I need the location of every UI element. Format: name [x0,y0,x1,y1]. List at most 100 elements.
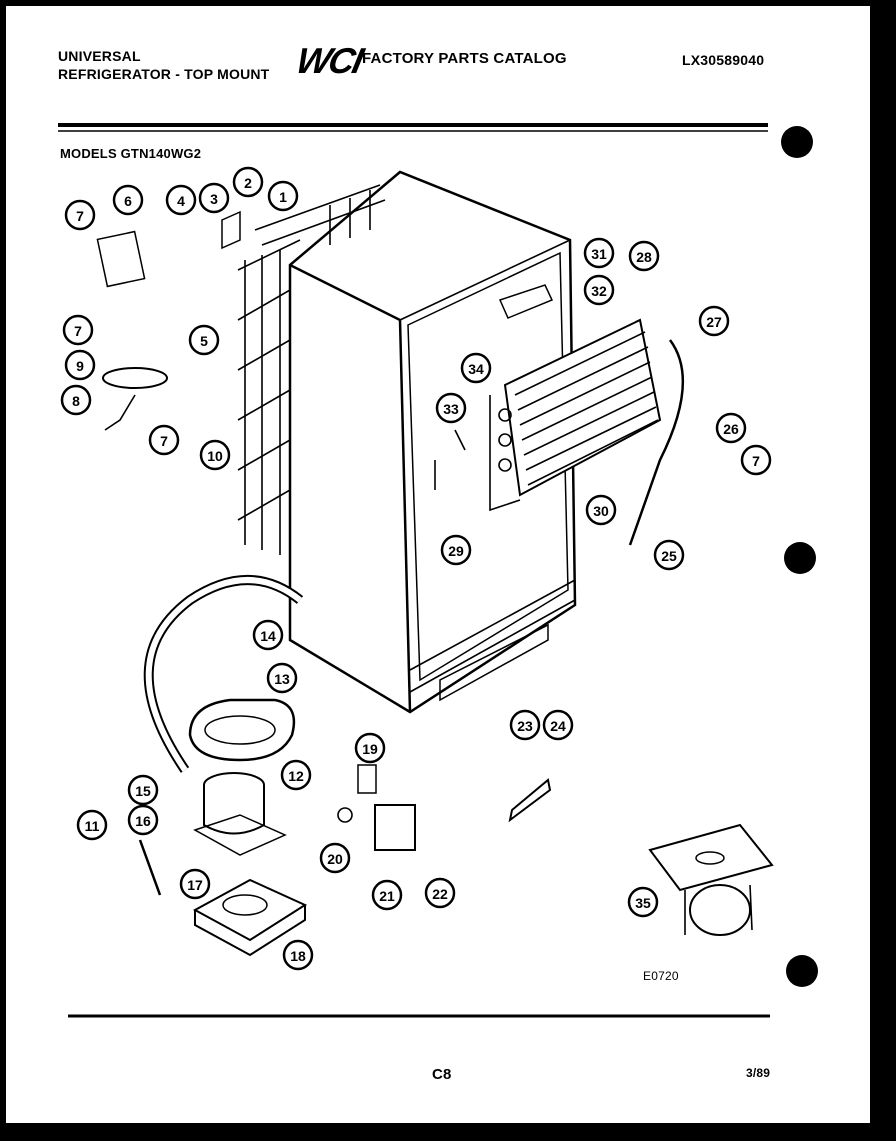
power-cord [102,367,168,389]
callout-7: 7 [740,444,772,476]
callout-21: 21 [371,879,403,911]
callout-number: 33 [443,401,459,417]
callout-number: 32 [591,283,607,299]
callout-17: 17 [179,868,211,900]
callout-circle [198,182,230,214]
callout-number: 13 [274,671,290,687]
callout-22: 22 [424,877,456,909]
overload [357,764,377,794]
callout-number: 2 [244,175,252,191]
product-type: REFRIGERATOR - TOP MOUNT [58,66,270,82]
callout-number: 15 [135,783,151,799]
callout-number: 7 [160,433,168,449]
figure-code: E0720 [643,969,679,983]
callout-27: 27 [698,305,730,337]
callout-13: 13 [266,662,298,694]
callout-1: 1 [267,180,299,212]
callout-circle [435,392,467,424]
callout-circle [585,494,617,526]
small-parts [96,210,554,896]
callout-circle [62,314,94,346]
callout-circle [509,709,541,741]
binder-hole [784,542,816,574]
callout-31: 31 [583,237,615,269]
callout-circle [627,886,659,918]
callout-23: 23 [509,709,541,741]
callout-16: 16 [127,804,159,836]
callout-4: 4 [165,184,197,216]
callout-circle [112,184,144,216]
callout-number: 9 [76,358,84,374]
catalog-title: FACTORY PARTS CATALOG [362,50,567,67]
callout-circle [64,199,96,231]
callout-26: 26 [715,412,747,444]
callout-number: 8 [72,393,80,409]
callout-30: 30 [585,494,617,526]
callout-number: 31 [591,246,607,262]
callout-7: 7 [62,314,94,346]
callout-number: 7 [752,453,760,469]
callout-9: 9 [64,349,96,381]
callout-11: 11 [76,809,108,841]
callout-circle [60,384,92,416]
callout-20: 20 [319,842,351,874]
callout-number: 34 [468,361,484,377]
callout-number: 7 [74,323,82,339]
callout-7: 7 [64,199,96,231]
callout-number: 16 [135,813,151,829]
callout-6: 6 [112,184,144,216]
bracket [96,230,146,288]
callout-28: 28 [628,240,660,272]
catalog-number: LX30589040 [682,52,765,68]
callout-circle [440,534,472,566]
fan-motor-assembly [648,823,774,936]
damper-control [498,284,554,319]
callout-24: 24 [542,709,574,741]
callout-circle [740,444,772,476]
callout-number: 19 [362,741,378,757]
callout-number: 22 [432,886,448,902]
callout-number: 5 [200,333,208,349]
callout-number: 10 [207,448,223,464]
callout-circle [188,324,220,356]
binder-hole [786,955,818,987]
callout-number: 20 [327,851,343,867]
callout-number: 28 [636,249,652,265]
product-line: UNIVERSAL [58,48,141,64]
callout-number: 17 [187,877,203,893]
callout-34: 34 [460,352,492,384]
compressor [193,772,287,856]
callout-12: 12 [280,759,312,791]
callout-circle [460,352,492,384]
callout-circle [542,709,574,741]
callout-circle [165,184,197,216]
callout-19: 19 [354,732,386,764]
capacitor [508,778,552,823]
callout-circle [282,939,314,971]
callout-circle [267,180,299,212]
callout-10: 10 [199,439,231,471]
callout-circle [266,662,298,694]
callout-circle [148,424,180,456]
callout-number: 11 [85,818,100,834]
compressor-base-tray [192,878,308,957]
evaporator-coil [489,318,685,546]
callout-number: 3 [210,191,218,207]
callout-circle [698,305,730,337]
callout-2: 2 [232,166,264,198]
callout-circle [127,804,159,836]
callout-29: 29 [440,534,472,566]
revision-date: 3/89 [746,1066,771,1080]
callout-circle [715,412,747,444]
callout-circle [64,349,96,381]
callout-35: 35 [627,886,659,918]
callout-circle [628,240,660,272]
callout-circle [127,774,159,806]
callout-number: 1 [279,189,287,205]
callout-circle [371,879,403,911]
callout-number: 18 [290,948,306,964]
callout-circle [232,166,264,198]
callout-circle [583,274,615,306]
callout-number: 14 [260,628,276,644]
callout-number: 29 [448,543,464,559]
